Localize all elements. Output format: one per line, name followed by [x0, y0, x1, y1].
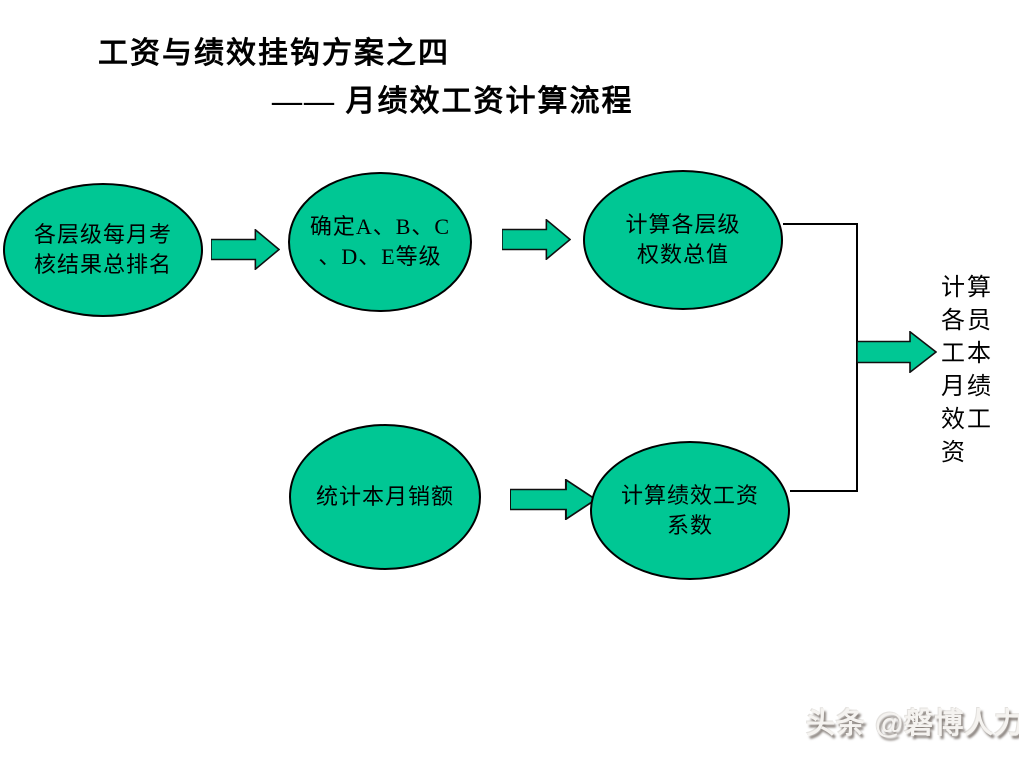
flow-node-calc-level-weight-total: 计算各层级 权数总值 — [583, 170, 783, 310]
flow-arrow-right-icon — [502, 219, 571, 260]
flow-arrow-right-icon — [510, 479, 597, 520]
page-title: 工资与绩效挂钩方案之四 — [98, 37, 450, 70]
flow-node-label: 计算各层级 权数总值 — [625, 212, 741, 267]
result-arrow-right-icon — [857, 331, 937, 373]
flow-arrow-right-icon — [211, 229, 280, 270]
flow-node-label: 各层级每月考 核结果总排名 — [33, 222, 172, 277]
page-subtitle: —— 月绩效工资计算流程 — [272, 85, 634, 118]
flow-node-label: 统计本月销额 — [315, 484, 454, 509]
connector-bottom-horizontal — [790, 490, 858, 492]
flow-node-label: 确定A、B、C 、D、E等级 — [309, 214, 451, 269]
result-label: 计算各员工本月绩效工资 — [941, 275, 993, 466]
flow-node-label: 计算绩效工资 系数 — [620, 482, 759, 538]
flow-node-monthly-assessment-ranking: 各层级每月考 核结果总排名 — [3, 183, 203, 317]
watermark: 头条 @磐博人力 — [806, 708, 1019, 740]
flow-node-calc-performance-coefficient: 计算绩效工资 系数 — [590, 441, 790, 580]
flow-node-monthly-sales-total: 统计本月销额 — [289, 424, 481, 570]
flow-node-determine-grades: 确定A、B、C 、D、E等级 — [288, 172, 472, 312]
connector-top-horizontal — [783, 223, 858, 225]
